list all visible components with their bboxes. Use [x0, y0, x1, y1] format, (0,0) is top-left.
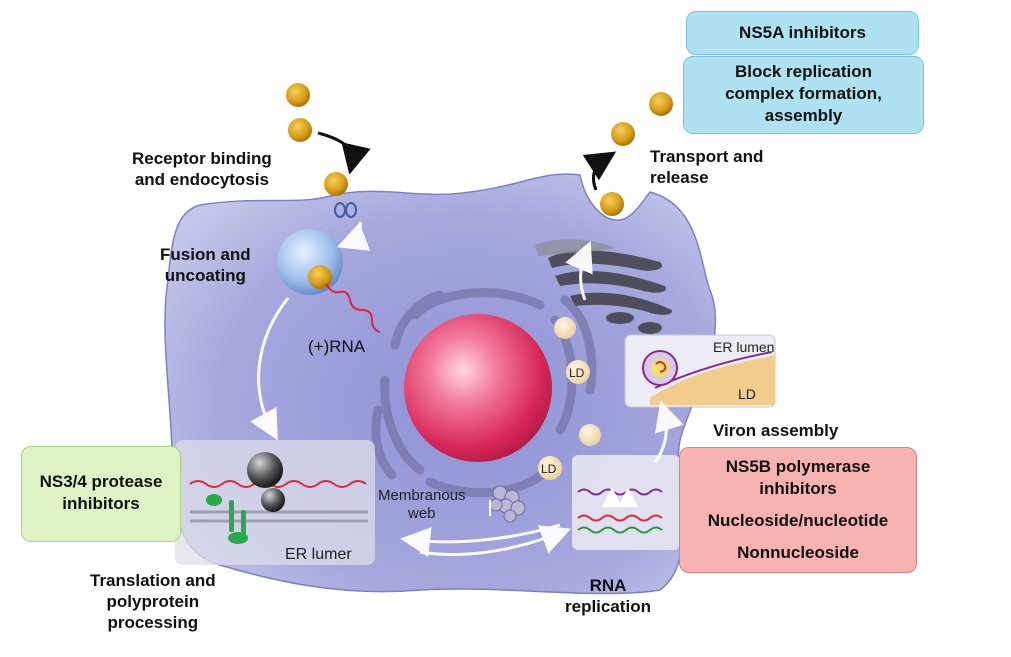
lipid-droplet-small-2: [579, 424, 601, 446]
label-er-lumen-left: ER lumer: [285, 546, 352, 563]
label-membranous-web: Membranous web: [378, 487, 466, 522]
virion-exit-2: [611, 122, 635, 146]
label-transport-release: Transport and release: [650, 147, 764, 187]
label-ld-2: LD: [541, 462, 557, 476]
virion-in-endosome: [308, 265, 332, 289]
label-er-lumen-right: ER lumen: [713, 339, 775, 355]
rna-strand-left: [189, 480, 367, 488]
flow-arrow-to-assembly: [653, 400, 684, 463]
rna-plus-strand: [325, 283, 381, 333]
arrow-exit: [582, 151, 617, 191]
ribosome-small: [261, 488, 285, 512]
flow-arrow-web-to-replication: [419, 525, 572, 557]
label-translation: Translation and polyprotein processing: [90, 571, 216, 632]
nucleus: [404, 314, 552, 462]
virion-entry-3: [324, 172, 348, 196]
ns34-protease-inhibitors-box: NS3/4 protease inhibitors: [21, 446, 181, 542]
label-fusion-uncoating: Fusion and uncoating: [160, 245, 251, 285]
label-ld-3: LD: [738, 386, 756, 402]
label-rna-plus: (+)RNA: [308, 337, 366, 356]
virion-entry-2: [288, 118, 312, 142]
flow-arrow-endocytosis: [336, 221, 371, 251]
arrow-entry: [317, 131, 371, 175]
lipid-droplet-small-1: [554, 317, 576, 339]
label-ld-1: LD: [569, 366, 585, 380]
virion-exit-1: [649, 92, 673, 116]
endosome: [277, 229, 343, 295]
ns5b-polymerase-inhibitors-box: NS5B polymerase inhibitors Nucleoside/nu…: [679, 447, 917, 573]
rna-replication-panel: [572, 455, 680, 550]
polyprotein: [206, 494, 248, 544]
label-viron-assembly: Viron assembly: [713, 421, 839, 440]
lipid-droplet-1: [566, 360, 590, 384]
ns5a-inhibitors-box: NS5A inhibitors: [686, 11, 919, 55]
label-rna-replication: RNA replication: [565, 576, 651, 616]
membranous-web-vesicles: [489, 485, 526, 523]
ns5a-description-box: Block replication complex formation, ass…: [683, 56, 924, 134]
label-receptor-binding: Receptor binding and endocytosis: [132, 149, 272, 189]
flow-arrow-to-golgi: [565, 240, 593, 301]
flow-arrow-to-translation: [250, 297, 290, 441]
lipid-droplet-2: [538, 456, 562, 480]
virion-exit-3: [600, 192, 624, 216]
ribosome-large: [247, 452, 283, 488]
virion-entry-1: [286, 83, 310, 107]
